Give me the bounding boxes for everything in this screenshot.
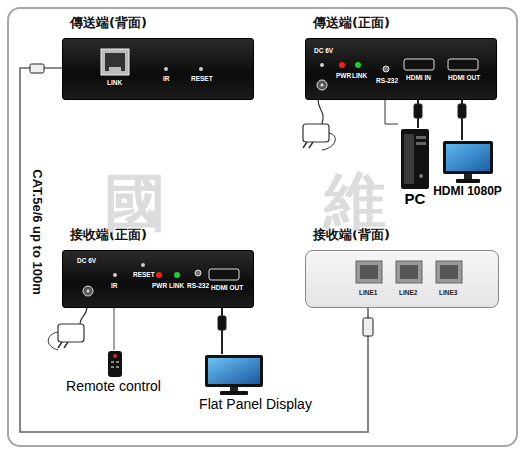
power-adapter: [303, 99, 335, 150]
outer-frame: [8, 8, 517, 446]
watermark: 國: [104, 168, 166, 238]
display-node: Flat Panel Display: [197, 354, 314, 412]
device-node: 傳送端(正面) DC 6V PWRLINK RS-232 HDMI IN HDMI OUT: [305, 14, 495, 98]
port-label: LINE2: [399, 289, 417, 297]
device-title: 傳送端(背面): [62, 14, 252, 32]
port-label: PWR: [152, 282, 167, 290]
port-label: LINE3: [439, 289, 457, 297]
device-icon: [204, 354, 264, 396]
icon-holder: [65, 350, 164, 378]
device-art: [63, 39, 253, 99]
cable-plug: [218, 316, 226, 330]
icon-holder: [175, 354, 292, 396]
power-adapter: [48, 307, 87, 350]
cable-label: CAT.5e/6 up to 100m: [29, 167, 45, 296]
cable-connector: [114, 308, 115, 350]
cable-plug: [414, 104, 422, 118]
port-label: DC 6V: [77, 257, 96, 265]
device-panel: LINE1 LINE2 LINE3: [305, 250, 499, 308]
device-title: 傳送端(正面): [305, 14, 495, 32]
cable-plug: [458, 104, 466, 118]
remote-node: Remote control: [64, 350, 163, 394]
device-panel: DC 6V IR RESET PWRLINKRS-232HDMI OUT: [62, 250, 254, 308]
device-node: 傳送端(背面) LINK IR RESET: [62, 14, 252, 98]
port-label: PWR: [336, 72, 351, 80]
device-icon: [107, 350, 123, 378]
port-label: HDMI OUT: [448, 74, 480, 82]
device-node: 接收端(背面)LINE1LINE2LINE3: [305, 226, 497, 306]
cable-plug: [30, 64, 44, 73]
cable-plug: [363, 318, 373, 336]
port-label: RS-232: [187, 282, 209, 290]
port-label: HDMI OUT: [211, 284, 243, 292]
device-art: [306, 39, 496, 99]
icon-holder: [398, 128, 432, 190]
device-label: HDMI 1080P: [431, 184, 504, 198]
port-label: RS-232: [376, 77, 398, 85]
port-label: RESET: [133, 271, 155, 279]
device-node: 接收端(正面)DC 6VIRRESETPWRLINKRS-232HDMI OUT: [62, 226, 252, 306]
device-icon: [442, 140, 494, 184]
device-label: Remote control: [64, 378, 163, 394]
icon-holder: [431, 140, 504, 184]
monitor-node: HDMI 1080P: [431, 140, 504, 198]
port-label: LINK: [107, 79, 122, 87]
port-label: LINK: [169, 282, 184, 290]
cable-connector: [385, 100, 398, 124]
device-icon: [400, 128, 430, 190]
port-label: LINE1: [359, 289, 377, 297]
port-label: IR: [163, 75, 170, 83]
port-label: RESET: [191, 75, 213, 83]
device-label: PC: [398, 190, 432, 207]
port-label: DC 6V: [314, 47, 333, 55]
device-panel: DC 6V PWRLINK RS-232 HDMI IN HDMI OUT: [305, 38, 497, 100]
port-label: LINK: [352, 72, 367, 80]
device-panel: LINK IR RESET: [62, 38, 254, 100]
port-label: HDMI IN: [406, 74, 431, 82]
device-label: Flat Panel Display: [197, 396, 314, 412]
pc-node: PC: [398, 128, 432, 207]
cable-connector: [221, 308, 223, 354]
device-art: [306, 251, 498, 307]
watermark: 維: [324, 166, 386, 236]
port-label: IR: [111, 282, 118, 290]
